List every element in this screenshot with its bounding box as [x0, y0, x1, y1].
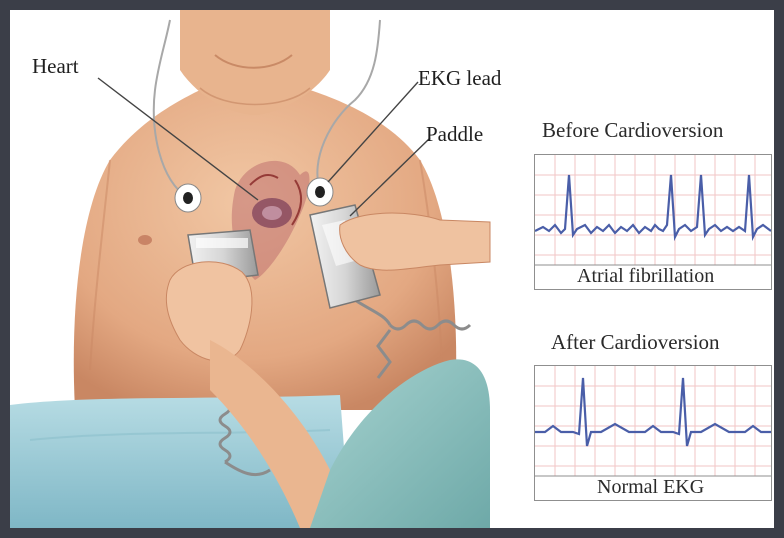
paddle-label: Paddle: [426, 122, 483, 147]
after-caption: Normal EKG: [597, 476, 704, 499]
after-grid: [535, 366, 771, 476]
after-ekg-strip: Normal EKG: [534, 365, 772, 501]
before-caption: Atrial fibrillation: [577, 265, 714, 288]
afib-waveform: [535, 175, 771, 237]
diagram-frame: Heart EKG lead Paddle Before Cardioversi…: [10, 10, 774, 528]
normal-sinus-waveform: [535, 378, 771, 446]
heart-leader-line: [98, 78, 258, 200]
before-panel-title: Before Cardioversion: [542, 118, 723, 143]
after-panel-title: After Cardioversion: [551, 330, 720, 355]
ekg-lead-label: EKG lead: [418, 66, 501, 91]
before-ekg-strip: Atrial fibrillation: [534, 154, 772, 290]
heart-label: Heart: [32, 54, 79, 79]
ekg-lead-leader-line: [328, 82, 418, 182]
paddle-leader-line: [350, 138, 430, 216]
